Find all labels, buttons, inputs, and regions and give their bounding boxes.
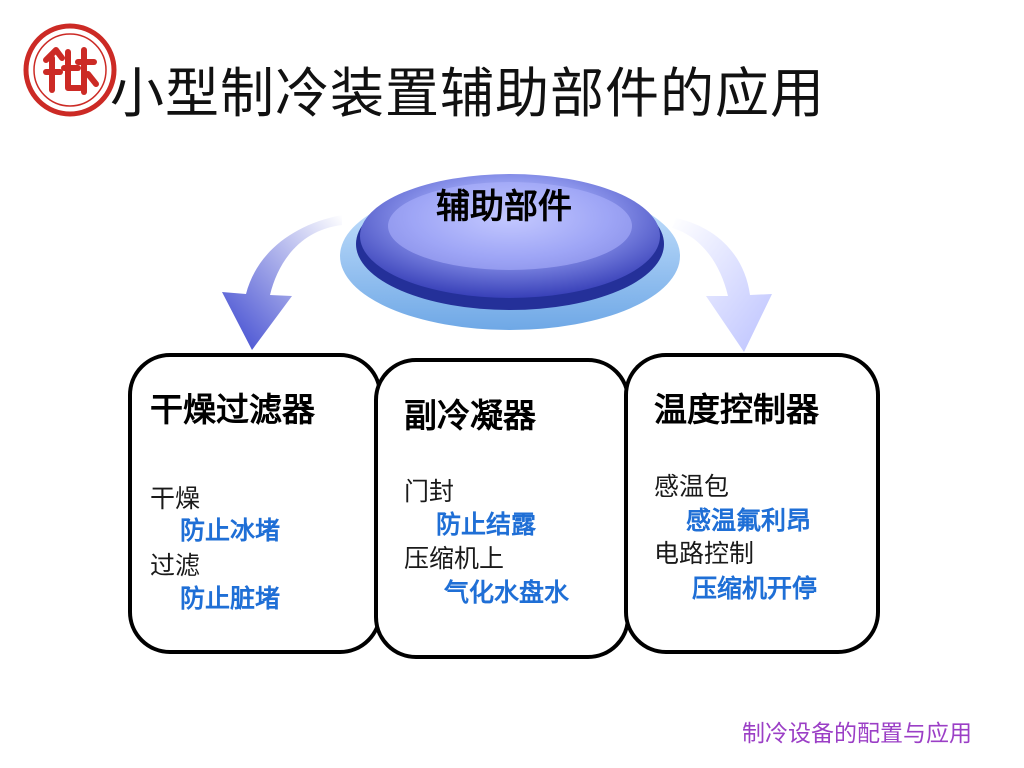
box-line: 门封 <box>404 477 455 506</box>
left-curved-arrow <box>222 215 342 350</box>
box-line: 干燥 <box>150 484 201 513</box>
box-line: 过滤 <box>150 551 201 580</box>
box-line: 感温氟利昂 <box>686 506 812 535</box>
box-heading: 温度控制器 <box>654 390 819 429</box>
box-line: 压缩机上 <box>404 544 505 573</box>
box-line: 电路控制 <box>654 539 755 568</box>
seal-logo-icon <box>23 23 117 117</box>
box-line: 防止结露 <box>436 510 537 539</box>
footer-caption: 制冷设备的配置与应用 <box>742 721 972 747</box>
box-line: 防止冰堵 <box>180 516 281 545</box>
box-line: 气化水盘水 <box>444 578 570 607</box>
box-line: 感温包 <box>654 472 730 501</box>
center-label: 辅助部件 <box>436 187 572 227</box>
box-heading: 副冷凝器 <box>404 396 536 435</box>
box-temp-controller <box>624 353 880 654</box>
right-curved-arrow <box>672 218 772 352</box>
box-line: 防止脏堵 <box>180 584 281 613</box>
box-line: 压缩机开停 <box>692 574 818 603</box>
box-heading: 干燥过滤器 <box>150 390 315 429</box>
slide-title: 小型制冷装置辅助部件的应用 <box>110 62 825 125</box>
